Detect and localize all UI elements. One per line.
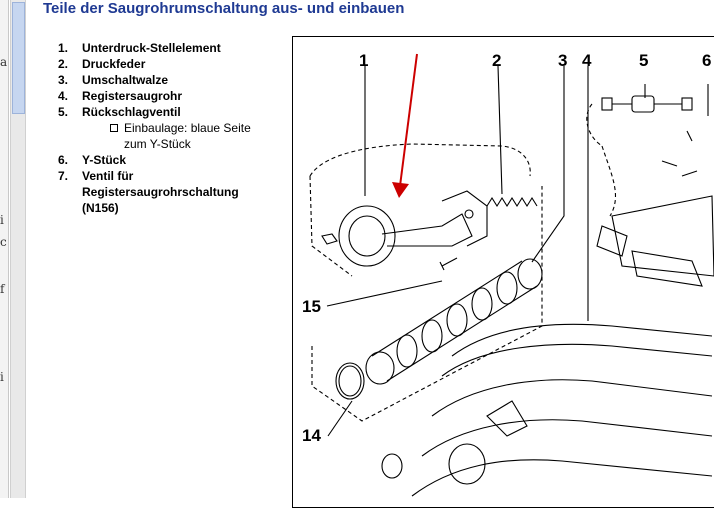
note-line: zum Y-Stück — [124, 137, 191, 151]
left-glyph: f — [0, 282, 5, 296]
vacuum-actuator-drawing — [338, 205, 396, 267]
list-item: 4. Registersaugrohr — [58, 88, 182, 104]
note-line: Einbaulage: blaue Seite — [124, 121, 251, 135]
callout-14: 14 — [302, 426, 321, 445]
note-checkbox-icon — [110, 124, 118, 132]
item-number: 6. — [58, 153, 69, 167]
item-label: Registersaugrohr — [82, 89, 183, 103]
list-item: 1. Unterdruck-Stellelement — [58, 40, 221, 56]
item-number: 7. — [58, 169, 69, 183]
item-label: Unterdruck-Stellelement — [82, 41, 221, 55]
callout-5: 5 — [639, 51, 648, 70]
left-glyph: i — [0, 213, 4, 227]
callout-3: 3 — [558, 51, 567, 70]
parts-list: 1. Unterdruck-Stellelement 2. Druckfeder… — [58, 40, 251, 216]
item-number: 5. — [58, 105, 69, 119]
left-glyph: a — [0, 55, 8, 69]
list-item: 2. Druckfeder — [58, 56, 145, 72]
vertical-scrollbar[interactable] — [10, 0, 26, 498]
callout-2: 2 — [492, 51, 501, 70]
left-glyph: c — [0, 235, 7, 249]
left-pane-strip: a i c f i — [0, 0, 9, 498]
callout-15: 15 — [302, 297, 321, 316]
callout-6: 6 — [702, 51, 711, 70]
exploded-diagram: 1 2 3 4 5 6 15 14 — [302, 51, 714, 497]
left-glyph: i — [0, 370, 4, 384]
list-item: 7. Ventil für — [58, 168, 133, 184]
list-item: 6. Y-Stück — [58, 152, 126, 168]
item-label: Y-Stück — [82, 153, 127, 167]
callout-4: 4 — [582, 51, 592, 70]
item-label: Umschaltwalze — [82, 73, 169, 87]
item-number: 3. — [58, 73, 69, 87]
item-label: Ventil für — [82, 169, 134, 183]
item-number: 4. — [58, 89, 69, 103]
page-title: Teile der Saugrohrumschaltung aus- und e… — [43, 0, 405, 17]
item-label: Rückschlagventil — [82, 105, 181, 119]
item-number: 2. — [58, 57, 69, 71]
callout-1: 1 — [359, 51, 368, 70]
list-item: 3. Umschaltwalze — [58, 72, 168, 88]
list-item-continued: Registersaugrohrschaltung — [58, 184, 239, 200]
item-label: (N156) — [82, 201, 119, 215]
item-number: 1. — [58, 41, 69, 55]
item-label: Registersaugrohrschaltung — [82, 185, 239, 199]
red-arrow-icon — [392, 53, 418, 198]
list-item-continued: (N156) — [58, 200, 119, 216]
item-label: Druckfeder — [82, 57, 146, 71]
scrollbar-thumb[interactable] — [12, 2, 25, 114]
list-item: 5. Rückschlagventil — [58, 104, 181, 120]
